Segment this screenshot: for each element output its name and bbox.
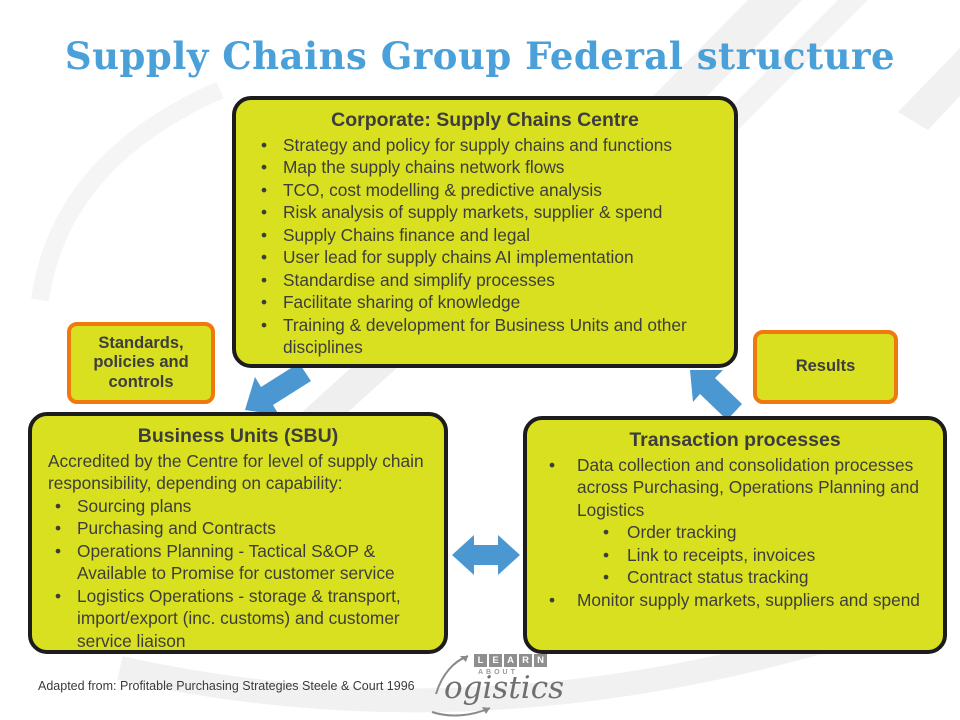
list-item: Standardise and simplify processes [242,269,728,292]
corporate-box-title: Corporate: Supply Chains Centre [331,109,639,131]
transaction-box-title: Transaction processes [629,429,841,451]
list-item: Logistics Operations - storage & transpo… [36,585,440,652]
list-item: Sourcing plans [36,495,440,518]
logo-about-label: ABOUT [478,669,518,676]
logo-logistics-script: ogistics [444,670,564,706]
business-units-bullet-list: Sourcing plans Purchasing and Contracts … [36,495,440,652]
learn-about-logistics-logo: L E A R N ABOUT ogistics [428,648,573,718]
transaction-box: Transaction processes Data collection an… [523,416,947,654]
logo-letter-tile: A [504,654,517,667]
business-units-box: Business Units (SBU) Accredited by the C… [28,412,448,654]
logo-letter-tile: R [519,654,532,667]
list-item: TCO, cost modelling & predictive analysi… [242,179,728,202]
list-item: Training & development for Business Unit… [242,314,728,359]
logo-learn-tiles: L E A R N [474,654,547,667]
list-item: Purchasing and Contracts [36,517,440,540]
business-units-intro: Accredited by the Centre for level of su… [48,451,424,494]
logo-letter-tile: L [474,654,487,667]
list-item: Strategy and policy for supply chains an… [242,134,728,157]
attribution-text: Adapted from: Profitable Purchasing Stra… [38,679,415,693]
list-item: Data collection and consolidation proces… [531,454,939,521]
arrow-business-units-transaction-bidirectional [452,535,520,575]
logo-letter-tile: E [489,654,502,667]
list-item: Supply Chains finance and legal [242,224,728,247]
arrow-transaction-to-corporate [690,370,742,420]
results-box-label: Results [795,357,856,376]
standards-box-label: Standards, policies and controls [93,333,189,391]
list-item: Operations Planning - Tactical S&OP & Av… [36,540,440,585]
standards-box: Standards, policies and controls [67,322,215,404]
corporate-box: Corporate: Supply Chains Centre Strategy… [232,96,738,368]
list-item: Map the supply chains network flows [242,156,728,179]
business-units-box-title: Business Units (SBU) [137,425,339,447]
list-item: User lead for supply chains AI implement… [242,246,728,269]
transaction-bullet-list: Data collection and consolidation proces… [531,454,939,612]
logo-letter-tile: N [534,654,547,667]
arrow-corporate-to-business-units [245,363,311,415]
page-title: Supply Chains Group Federal structure [64,34,896,78]
list-item: Risk analysis of supply markets, supplie… [242,201,728,224]
logo-swoosh-arrows-icon [431,655,491,717]
list-item: Monitor supply markets, suppliers and sp… [531,589,939,612]
corporate-bullet-list: Strategy and policy for supply chains an… [242,134,728,359]
list-item: Link to receipts, invoices [531,544,939,567]
list-item: Facilitate sharing of knowledge [242,291,728,314]
list-item: Contract status tracking [531,566,939,589]
results-box: Results [753,330,898,404]
list-item: Order tracking [531,521,939,544]
